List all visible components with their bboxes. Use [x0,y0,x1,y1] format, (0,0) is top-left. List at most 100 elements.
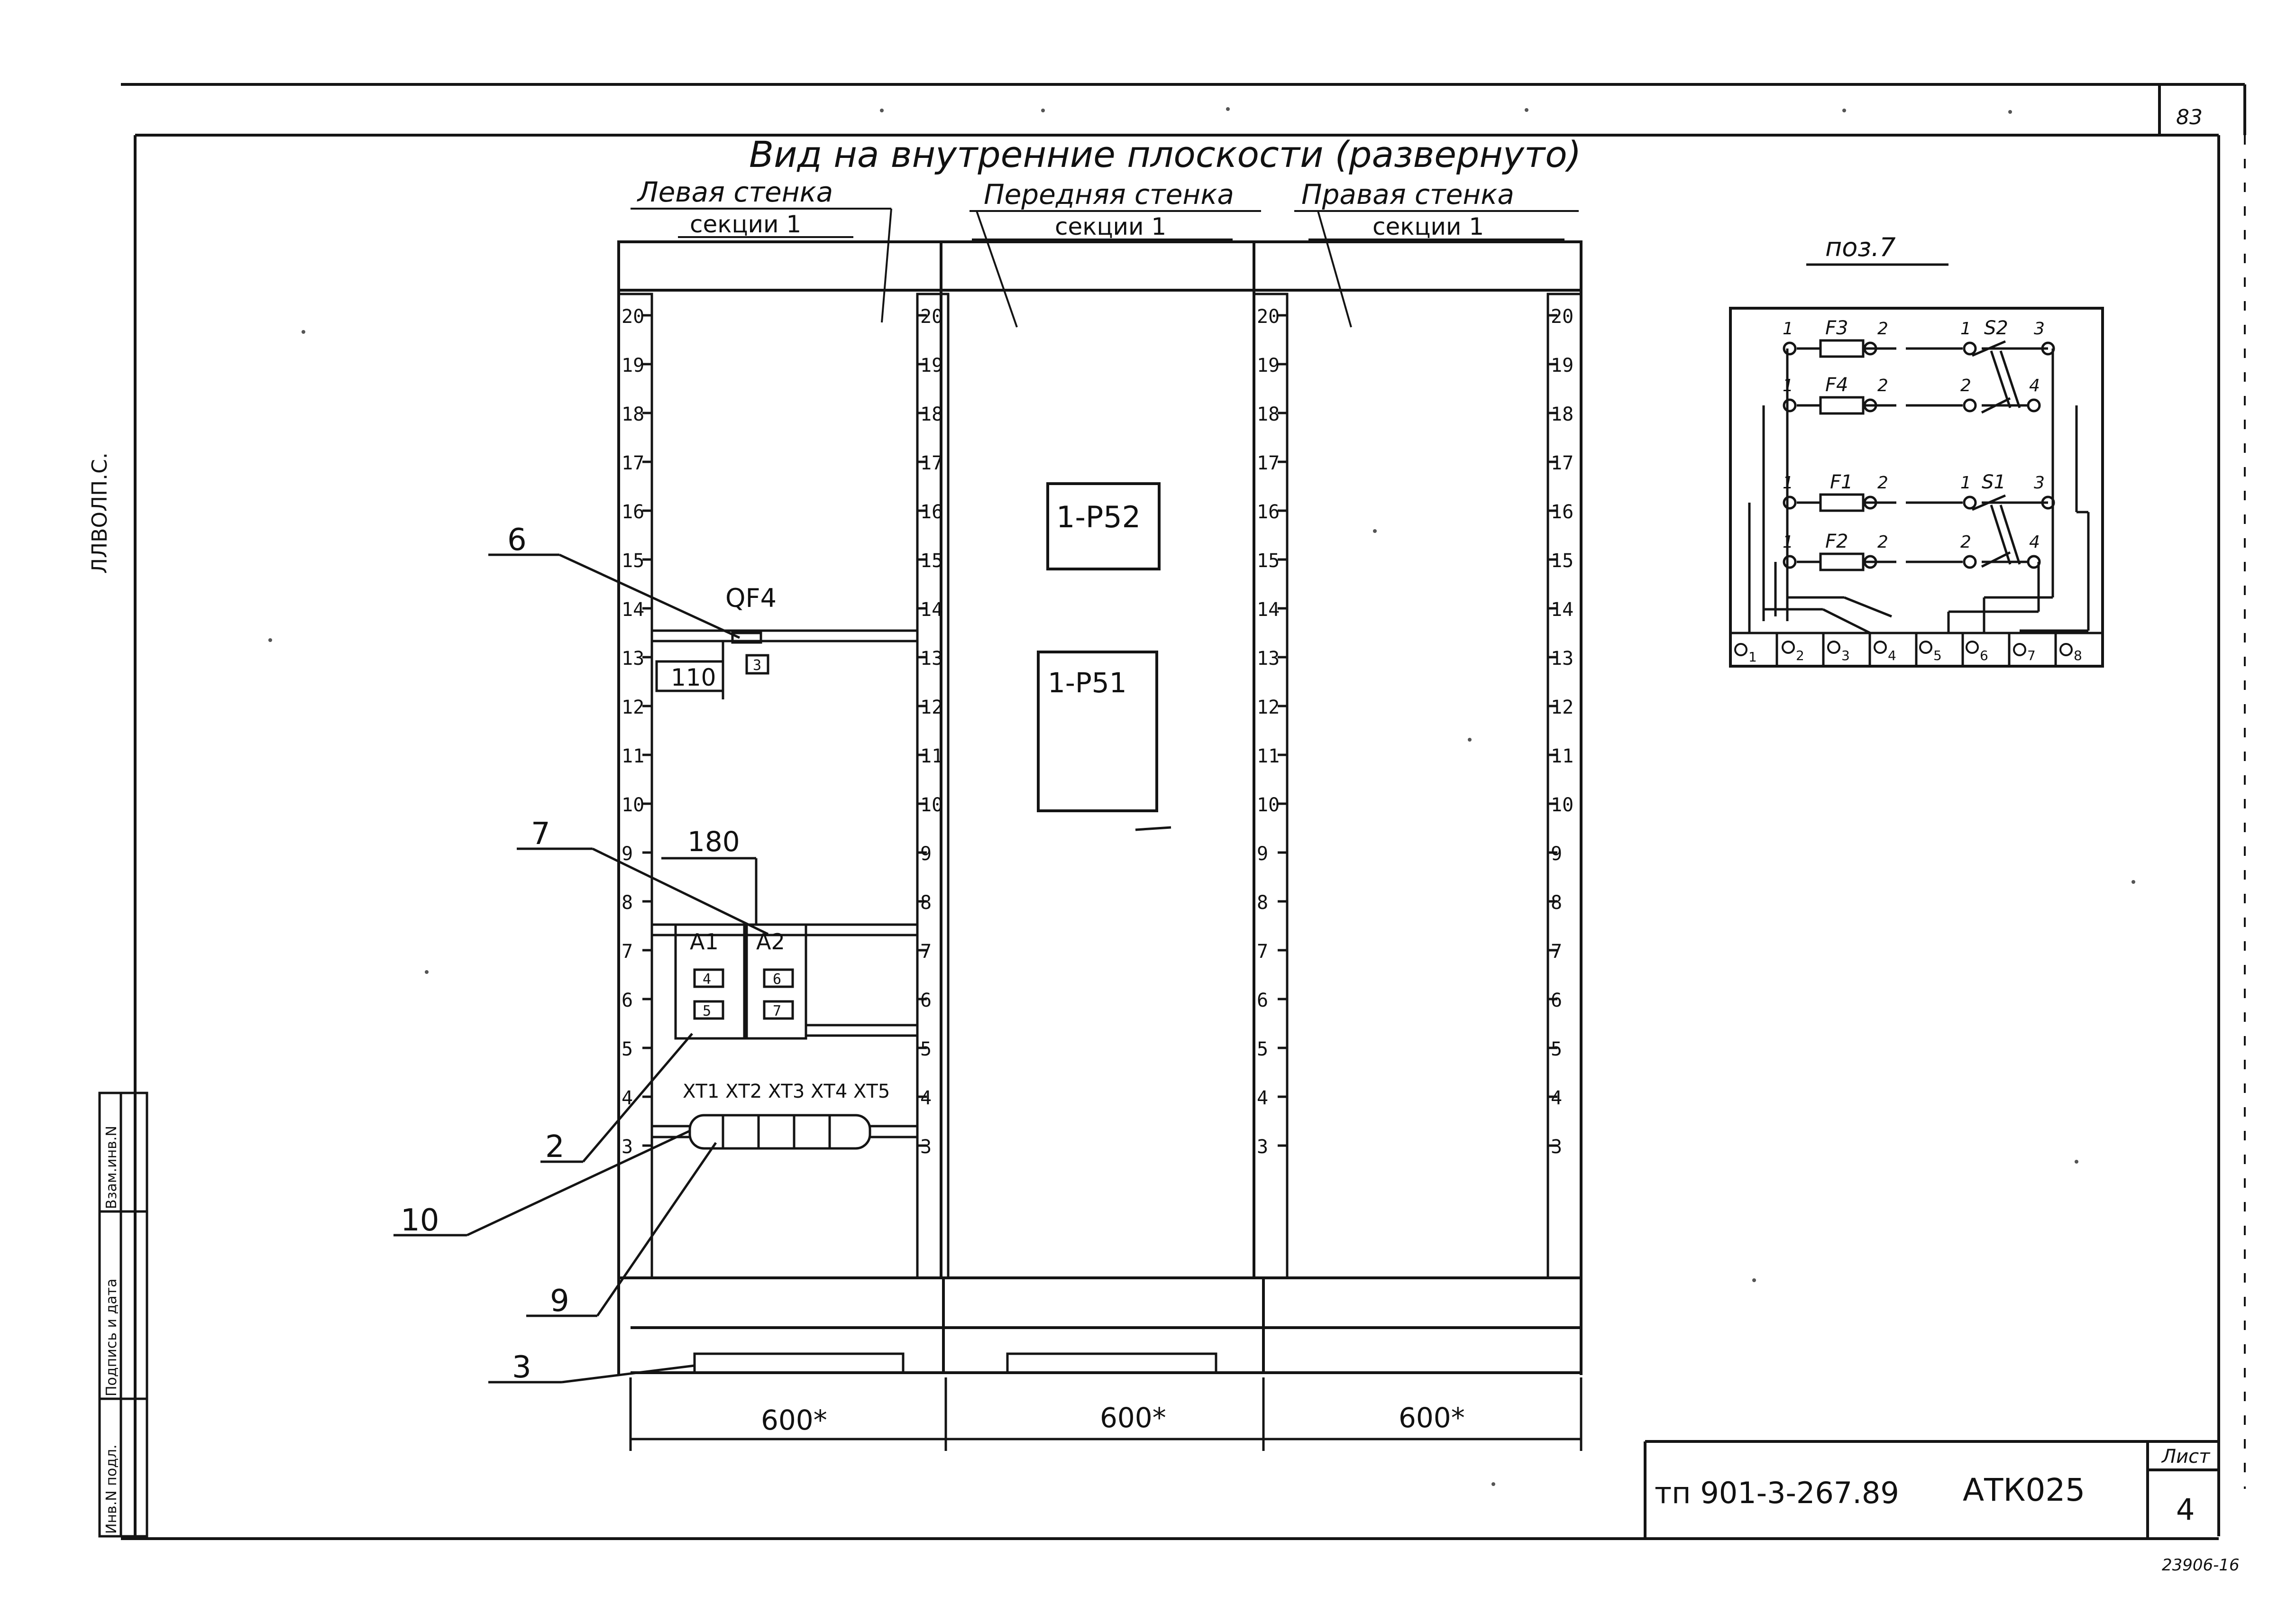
scale-rulers [617,293,1583,1279]
scale-label: 20 [1257,306,1280,328]
scale-label: 16 [1551,501,1573,523]
left-wall-section: секции 1 [690,211,801,238]
scale-label: 7 [1257,941,1268,963]
scale-labels: 2019181716151413121110987654320191817161… [622,306,1573,1158]
pos7-terminal-2: 2 [1796,648,1804,663]
pin-s1-2: 2 [1960,532,1971,552]
terminals-label: ХТ1 ХТ2 ХТ3 ХТ4 ХТ5 [683,1081,890,1102]
title-block-doc: АТК025 [1963,1472,2085,1508]
scale-label: 12 [1257,697,1280,718]
dim-110: 110 [655,640,724,699]
title-block [1644,1440,2219,1539]
scale-label: 9 [1257,843,1268,865]
scale-label: 20 [1551,306,1573,328]
a2-box-2: 7 [773,1003,781,1019]
scale-label: 12 [920,697,943,718]
pos7-terminal-3: 3 [1841,648,1850,663]
scale-label: 7 [1551,941,1562,963]
scale-label: 15 [1551,550,1573,572]
scale-label: 12 [622,697,644,718]
callout-7: 7 [531,817,550,852]
scale-label: 19 [622,355,644,376]
stamp-vzam: Взам.инв.N [103,1126,120,1209]
scale-label: 8 [1257,892,1268,914]
dim-110-text: 110 [671,664,716,691]
qf4-breaker: 3 [731,632,769,675]
scale-label: 17 [1551,452,1573,474]
base-slots [693,1352,1217,1374]
qf4-label: QF4 [725,583,777,613]
a1-box-1: 4 [703,971,711,988]
a1-box-2: 5 [703,1003,711,1019]
scale-label: 15 [920,550,943,572]
callout-3: 3 [512,1350,531,1385]
scale-label: 16 [920,501,943,523]
pin-f3-2: 2 [1877,319,1888,339]
pos7-terminal-5: 5 [1933,648,1942,663]
pin-s2-3: 3 [2034,319,2045,339]
front-wall-section: секции 1 [1055,213,1166,240]
scale-label: 20 [622,306,644,328]
scale-label: 20 [920,306,943,328]
callout-2: 2 [545,1129,565,1165]
right-wall-name: Правая стенка [1301,178,1514,211]
device-1-p52: 1-Р52 [1046,482,1161,570]
callout-leaders [393,553,769,1384]
scale-label: 13 [920,648,943,670]
scale-label: 19 [1551,355,1573,376]
scale-label: 10 [1257,794,1280,816]
scale-label: 9 [622,843,633,865]
scale-label: 4 [1551,1087,1562,1109]
din-rail-upper [652,629,917,642]
switch-s2: S2 [1984,317,2008,339]
wall-heading-right: Правая стенка секции 1 [1294,178,1579,240]
pos7-terminal-6: 6 [1980,648,1988,663]
scale-label: 14 [1257,599,1280,621]
device-1-p52-label: 1-Р52 [1056,500,1141,534]
front-wall-name: Передняя стенка [984,178,1234,211]
scale-label: 16 [1257,501,1280,523]
scale-label: 8 [920,892,932,914]
fuse-f4: F4 [1825,374,1848,396]
pin-f1-2: 2 [1877,473,1888,493]
pin-f1-1: 1 [1783,473,1793,493]
sheet-frame [121,83,2246,1540]
dim-180-text: 180 [687,826,740,858]
scale-label: 19 [1257,355,1280,376]
scale-ruler [1546,293,1583,1279]
scale-label: 6 [622,990,633,1011]
scale-label: 11 [1257,745,1280,767]
bottom-dimension [629,1377,1583,1451]
pos7-terminal-8: 8 [2074,648,2082,663]
scale-label: 10 [1551,794,1573,816]
bottom-right-mark: 23906-16 [2162,1556,2240,1575]
bottom-dim-2: 600* [1100,1402,1166,1434]
scale-label: 5 [1257,1038,1268,1060]
front-wall-mark [1135,826,1171,831]
scale-label: 4 [920,1087,932,1109]
scale-ruler [1253,293,1289,1279]
scale-label: 5 [1551,1038,1562,1060]
title-block-code: тп 901-3-267.89 [1655,1476,1899,1510]
callout-9: 9 [550,1284,569,1319]
device-1-p51-label: 1-Р51 [1048,667,1127,699]
module-a2: А2 6 7 [743,923,807,1040]
scale-label: 17 [920,452,943,474]
scan-noise [268,107,2135,1486]
pos7-schematic: F3 F4 F1 F2 S2 S1 1 2 1 3 1 2 2 4 1 2 1 … [1729,307,2104,668]
scale-label: 3 [1551,1136,1562,1158]
scale-label: 14 [1551,599,1573,621]
pin-f2-2: 2 [1877,532,1888,552]
scale-label: 13 [1551,648,1573,670]
dim-180: 180 [661,826,758,925]
a2-box-1: 6 [773,971,781,988]
scale-label: 3 [920,1136,932,1158]
scale-label: 14 [920,599,943,621]
scale-label: 11 [1551,745,1573,767]
scale-label: 19 [920,355,943,376]
scale-label: 5 [920,1038,932,1060]
scale-label: 13 [622,648,644,670]
scale-label: 13 [1257,648,1280,670]
scale-label: 6 [1257,990,1268,1011]
left-margin-text: ЛЛВОЛП.С. [88,452,112,574]
